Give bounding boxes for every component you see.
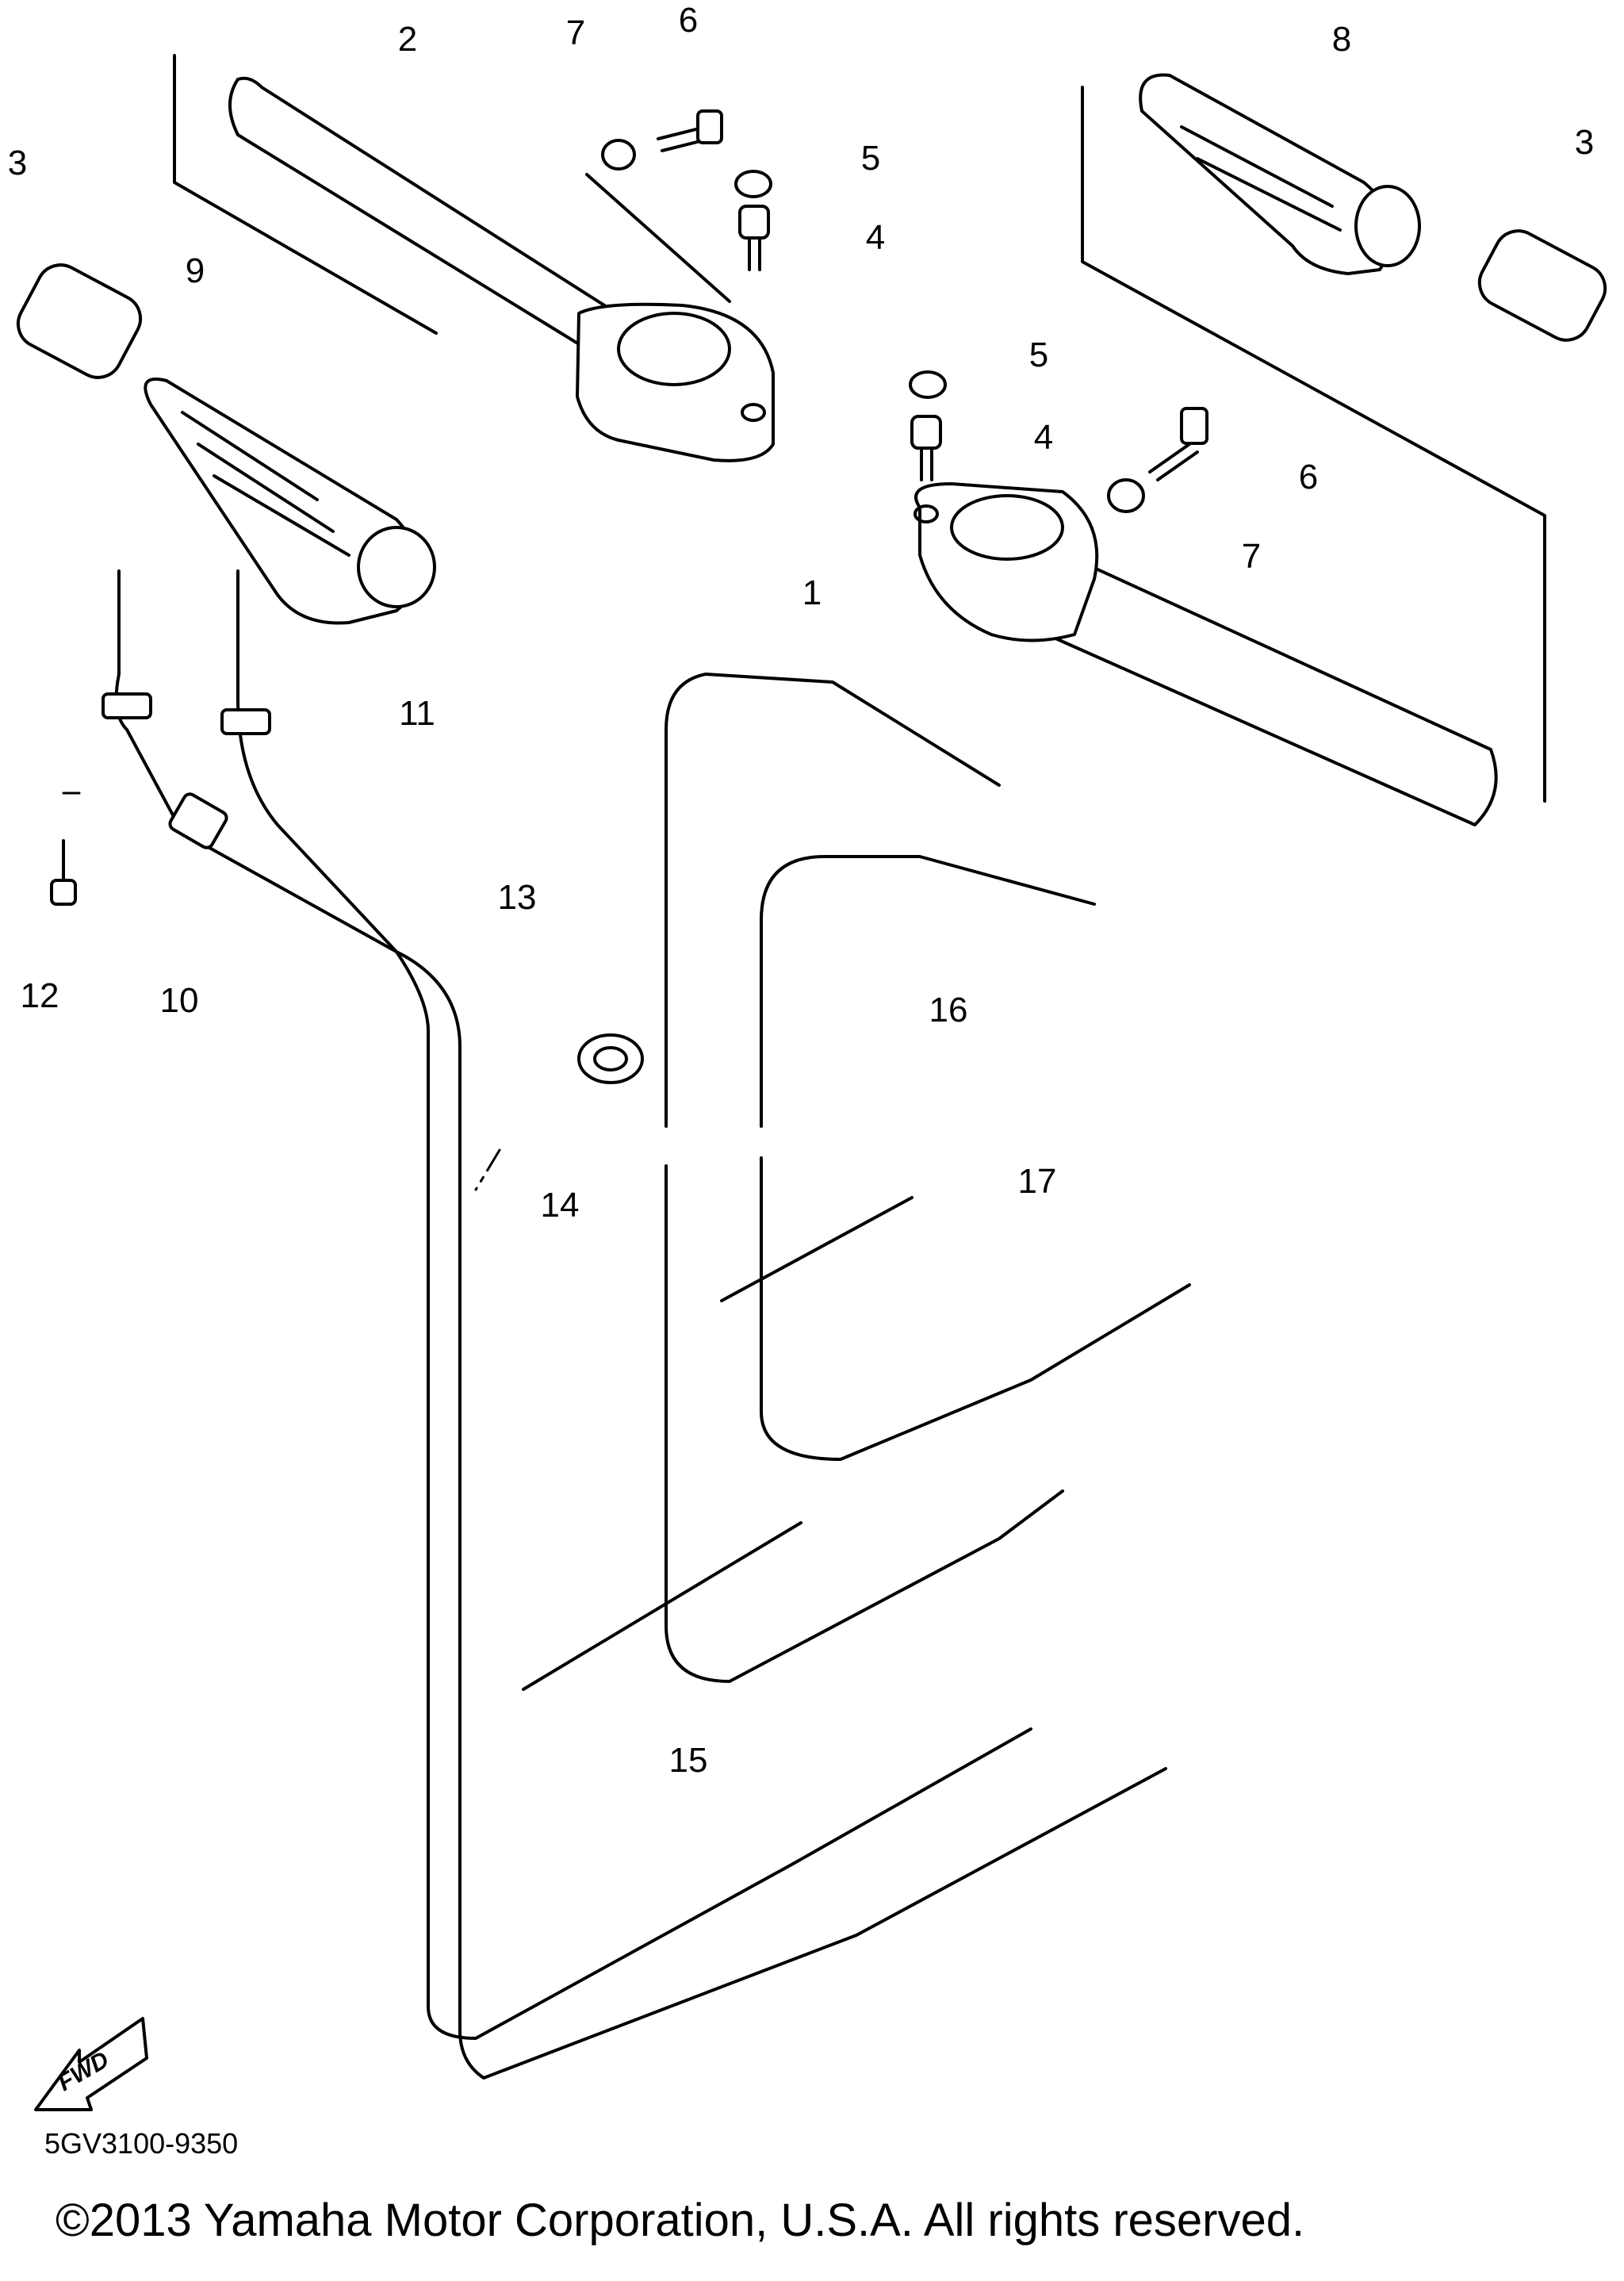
callout-5-right: 5 (1028, 335, 1049, 374)
copyright-notice: ©2013 Yamaha Motor Corporation, U.S.A. A… (56, 2195, 1305, 2246)
callout-2: 2 (397, 20, 418, 59)
callout-3-right: 3 (1574, 123, 1595, 162)
callout-7: 7 (565, 13, 586, 52)
right-grip (1139, 73, 1421, 275)
part-code: 5GV3100-9350 (44, 2127, 239, 2160)
callout-4-right: 4 (1033, 418, 1054, 457)
callout-14: 14 (540, 1186, 580, 1225)
fwd-arrow-icon (34, 2017, 148, 2111)
left-grip (144, 378, 436, 625)
cable-13 (665, 673, 1064, 1683)
callout-8: 8 (1331, 20, 1352, 59)
throttle-cables (102, 569, 1167, 2080)
callout-9: 9 (185, 251, 205, 290)
callout-4: 4 (865, 218, 886, 257)
callout-7-right: 7 (1241, 537, 1262, 576)
left-handlebar (173, 54, 775, 462)
callout-6: 6 (678, 1, 699, 40)
callout-3-left: 3 (7, 144, 28, 182)
callout-15: 15 (668, 1741, 708, 1780)
callout-17: 17 (1017, 1162, 1057, 1201)
reference-lines (62, 792, 501, 1191)
callout-16: 16 (929, 991, 968, 1029)
right-handlebar (914, 86, 1546, 826)
callout-12: 12 (20, 976, 59, 1015)
callout-5: 5 (860, 139, 881, 178)
callout-10: 10 (159, 981, 199, 1020)
clamp (577, 1033, 644, 1084)
callout-13: 13 (497, 878, 537, 917)
cable-ties (522, 1196, 914, 1691)
callout-11: 11 (399, 694, 435, 733)
bar-end-right (1477, 229, 1607, 342)
callout-1: 1 (802, 573, 822, 612)
fasteners (50, 109, 1208, 906)
cable-16 (760, 855, 1191, 1461)
callout-6-right: 6 (1298, 458, 1319, 496)
bar-end-left (16, 263, 143, 379)
